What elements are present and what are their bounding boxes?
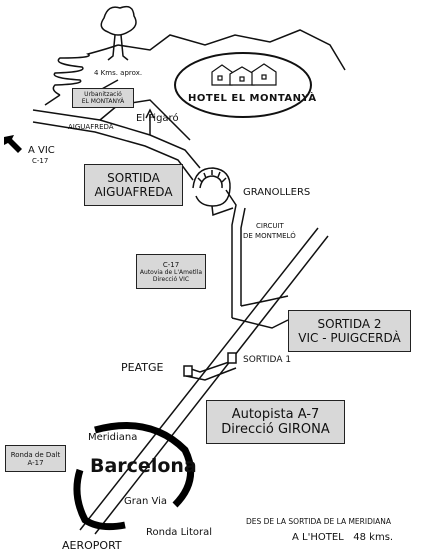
distance-note: 4 Kms. aprox. <box>94 69 143 77</box>
gran-via-label: Gran Via <box>124 496 168 507</box>
footer-line2: A L'HOTEL 48 kms. <box>292 532 394 543</box>
c17-box-line2: Autovia de L'Ametlla <box>139 268 203 276</box>
arrow-icon <box>4 135 22 153</box>
urbanitzacio-line2: EL MONTANYÀ <box>81 98 125 105</box>
footer-line1: DES DE LA SORTIDA DE LA MERIDIANA <box>246 517 391 526</box>
meridiana-label: Meridiana <box>88 432 138 443</box>
autopista-box: Autopista A-7 Direcció GIRONA <box>206 400 345 444</box>
barcelona-label: Barcelona <box>90 455 197 477</box>
barcelona-ring <box>73 422 195 531</box>
el-figaro-label: El Figaró <box>136 113 179 124</box>
sortida2-line1: SORTIDA 2 <box>317 317 382 331</box>
sortida1-label: SORTIDA 1 <box>243 355 292 365</box>
a-vic-label: A VIC <box>28 145 55 156</box>
hotel-name: HOTEL EL MONTANYÀ <box>188 93 317 104</box>
ronda-litoral-label: Ronda Litoral <box>146 527 213 538</box>
toll-marker <box>183 352 237 377</box>
c17-label: C-17 <box>32 157 49 165</box>
granollers-label: GRANOLLERS <box>243 187 311 198</box>
c17-box-line1: C-17 <box>162 260 180 269</box>
urbanitzacio-line1: Urbanització <box>84 91 122 98</box>
circuit-label-1: CIRCUIT <box>256 222 284 230</box>
interchange-loop <box>192 167 234 217</box>
ronda-dalt-line1: Ronda de Dalt <box>10 450 61 459</box>
autopista-line1: Autopista A-7 <box>231 407 320 422</box>
sortida-aiguafreda-line2: AIGUAFREDA <box>94 185 173 199</box>
road-c17 <box>225 189 289 329</box>
road-figaro <box>32 99 201 181</box>
urbanitzacio-box: Urbanització EL MONTANYÀ <box>72 88 134 108</box>
aiguafreda-small-label: AIGUAFREDA <box>68 123 114 131</box>
aeroport-label: AEROPORT <box>62 539 122 552</box>
tree-icon <box>100 5 137 61</box>
circuit-label-2: DE MONTMELÓ <box>243 232 296 240</box>
c17-box: C-17 Autovia de L'Ametlla Direcció VIC <box>136 254 206 289</box>
sortida2-box: SORTIDA 2 VIC - PUIGCERDÀ <box>288 310 411 352</box>
ronda-dalt-line2: A-17 <box>27 458 44 467</box>
c17-box-line3: Direcció VIC <box>152 275 190 283</box>
houses-icon <box>211 63 277 86</box>
autopista-line2: Direcció GIRONA <box>221 422 330 437</box>
ronda-dalt-box: Ronda de Dalt A-17 <box>5 445 66 472</box>
sortida-aiguafreda-box: SORTIDA AIGUAFREDA <box>84 164 183 206</box>
sortida2-line2: VIC - PUIGCERDÀ <box>298 331 401 345</box>
peatge-label: PEATGE <box>121 361 164 374</box>
sortida-aiguafreda-line1: SORTIDA <box>107 171 160 185</box>
